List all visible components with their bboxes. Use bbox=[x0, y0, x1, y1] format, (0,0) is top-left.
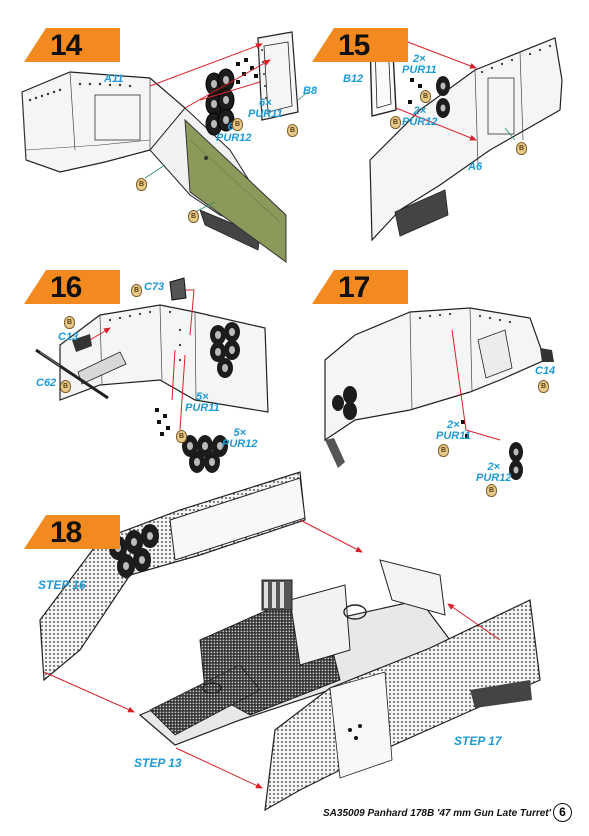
step-ref-17: STEP 17 bbox=[454, 734, 502, 748]
step17-illustration bbox=[324, 307, 554, 480]
part-label-pur11: 2× PUR11 bbox=[436, 419, 471, 442]
step18-illustration bbox=[39, 471, 541, 812]
part-label-pur12: 2× PUR12 bbox=[476, 461, 512, 484]
glue-marker-icon: B bbox=[131, 284, 142, 297]
part-label-c13: C13 bbox=[58, 331, 79, 343]
part-label-pur11: 2× PUR11 bbox=[402, 53, 437, 76]
step-ref-13: STEP 13 bbox=[134, 756, 182, 770]
glue-marker-icon: B bbox=[538, 380, 549, 393]
glue-marker-icon: B bbox=[64, 316, 75, 329]
step16-illustration bbox=[35, 277, 269, 473]
part-label-pur12: 5× PUR12 bbox=[222, 427, 258, 450]
part-label-a11: A11 bbox=[104, 73, 124, 85]
part-label-c62: C62 bbox=[36, 377, 57, 389]
part-label-c73: C73 bbox=[144, 281, 165, 293]
part-label-pur11: 5× PUR11 bbox=[185, 391, 220, 414]
glue-marker-icon: B bbox=[438, 444, 449, 457]
glue-marker-icon: B bbox=[136, 178, 147, 191]
glue-marker-icon: B bbox=[60, 380, 71, 393]
part-label-pur11: 6× PUR11 bbox=[248, 97, 283, 120]
step15-illustration bbox=[369, 33, 563, 242]
page-number: 6 bbox=[553, 803, 572, 822]
part-label-b12: B12 bbox=[343, 73, 364, 85]
step14-illustration bbox=[21, 31, 309, 263]
footer-title: SA35009 Panhard 178B '47 mm Gun Late Tur… bbox=[323, 808, 551, 819]
glue-marker-icon: B bbox=[390, 116, 401, 129]
glue-marker-icon: B bbox=[516, 142, 527, 155]
part-label-c14: C14 bbox=[535, 365, 556, 377]
glue-marker-icon: B bbox=[420, 90, 431, 103]
glue-marker-icon: B bbox=[188, 210, 199, 223]
part-label-a6: A6 bbox=[468, 161, 483, 173]
part-label-pur12: 2× PUR12 bbox=[402, 105, 438, 128]
step-18-badge: 18 bbox=[24, 515, 120, 549]
glue-marker-icon: B bbox=[486, 484, 497, 497]
glue-marker-icon: B bbox=[232, 118, 243, 131]
step-ref-16: STEP 16 bbox=[38, 578, 86, 592]
glue-marker-icon: B bbox=[287, 124, 298, 137]
part-label-b8: B8 bbox=[303, 85, 318, 97]
glue-marker-icon: B bbox=[176, 430, 187, 443]
